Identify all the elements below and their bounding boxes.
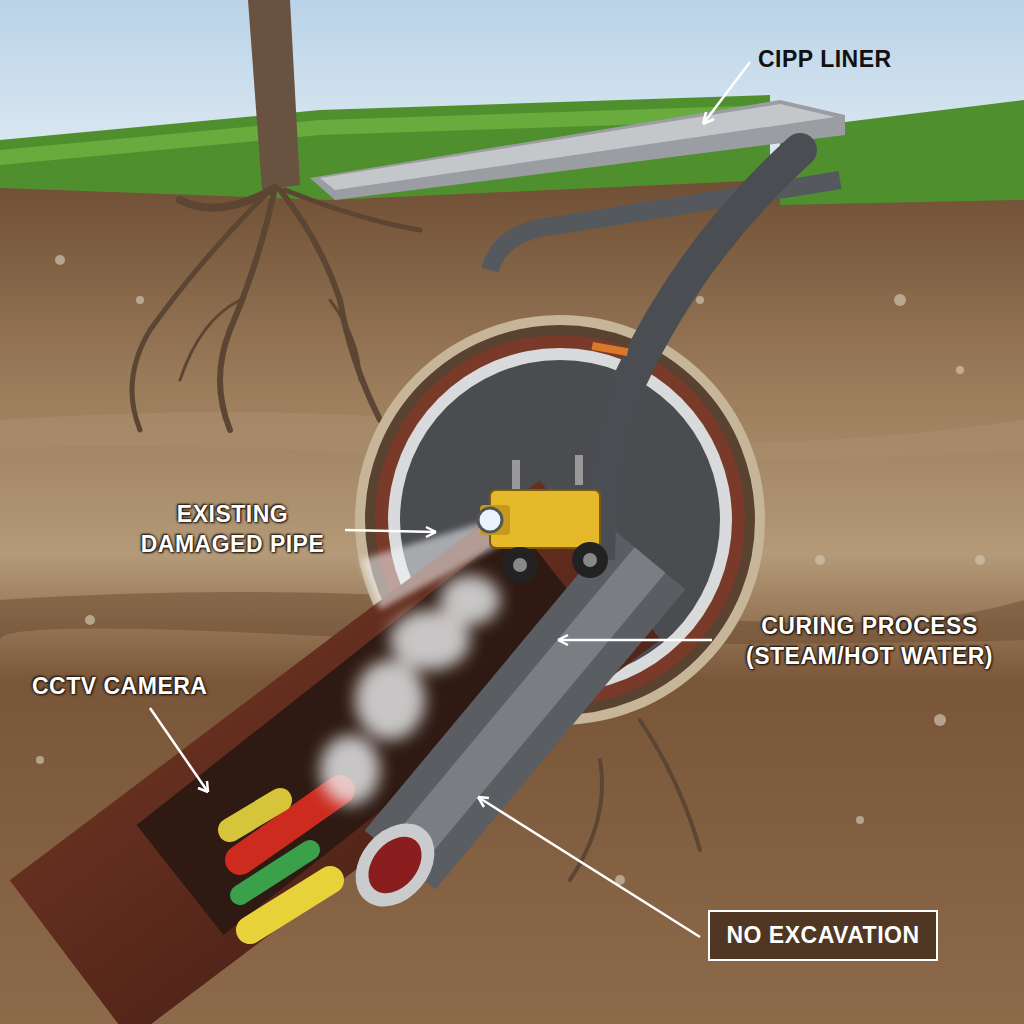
part-label: EXISTING DAMAGED PIPE xyxy=(130,500,335,560)
callout-text: NO EXCAVATION xyxy=(710,922,936,949)
part-label: CCTV CAMERA xyxy=(32,672,207,702)
part-label: CIPP LINER xyxy=(758,45,892,75)
callout-box: NO EXCAVATION xyxy=(708,910,938,961)
process-label: CURING PROCESS (STEAM/HOT WATER) xyxy=(722,612,1017,672)
